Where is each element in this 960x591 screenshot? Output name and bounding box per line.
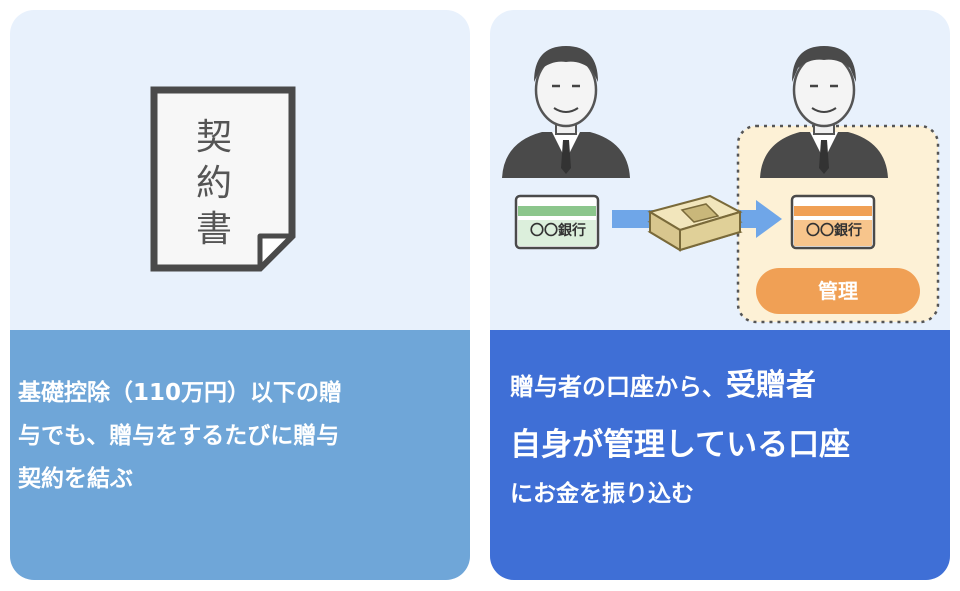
document-char-2: 約 bbox=[195, 163, 232, 204]
right-panel-caption-area bbox=[490, 330, 950, 580]
giver-bank-label: 〇〇銀行 bbox=[530, 223, 586, 239]
left-caption-line-2: 与でも、贈与をするたびに贈与 bbox=[18, 423, 340, 449]
document-char-1: 契 bbox=[195, 117, 232, 158]
kanri-badge: 管理 bbox=[756, 268, 920, 314]
money-bundle-icon bbox=[647, 194, 743, 252]
left-caption: 基礎控除（110万円）以下の贈 与でも、贈与をするたびに贈与 契約を結ぶ bbox=[18, 372, 946, 501]
giver-bank-card bbox=[514, 194, 600, 250]
right-caption-line-1b: 受贈者 bbox=[726, 368, 816, 403]
document-icon bbox=[150, 86, 296, 272]
receiver-person-icon bbox=[760, 46, 888, 178]
giver-person-icon bbox=[502, 46, 630, 178]
right-caption-line-3: にお金を振り込む bbox=[510, 481, 694, 507]
right-caption-line-1: 贈与者の口座から、受贈者 bbox=[510, 366, 946, 407]
left-caption-line-1: 基礎控除（110万円）以下の贈 bbox=[18, 380, 343, 406]
receiver-bank-label: 〇〇銀行 bbox=[806, 223, 862, 239]
receiver-bank-card bbox=[790, 194, 876, 250]
right-caption-line-2: 自身が管理している口座 bbox=[510, 427, 851, 463]
document-char-3: 書 bbox=[195, 209, 232, 250]
left-caption-line-3: 契約を結ぶ bbox=[18, 466, 133, 492]
left-panel-caption-area bbox=[10, 330, 470, 580]
right-caption-line-1a: 贈与者の口座から、 bbox=[510, 373, 726, 401]
